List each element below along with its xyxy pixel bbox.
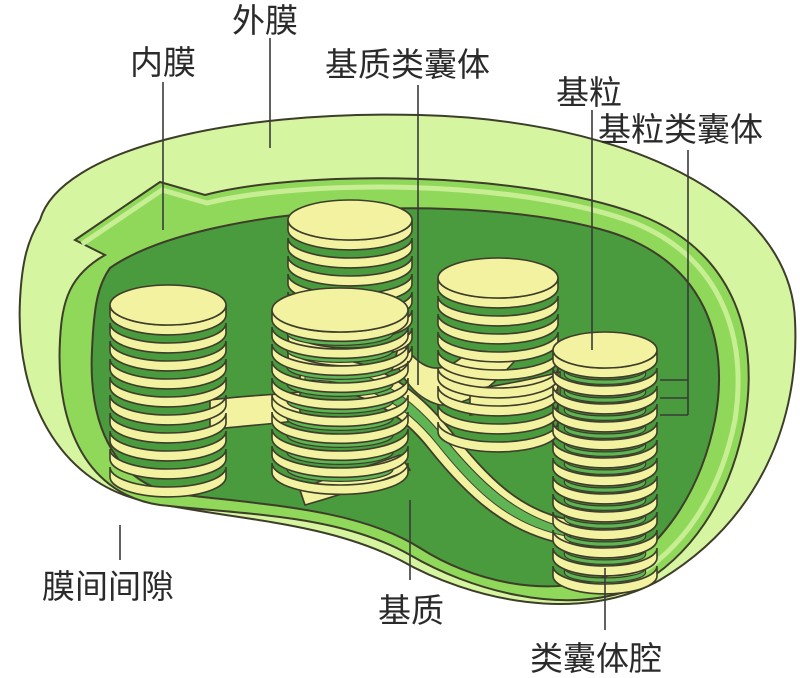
label-inner-membrane: 内膜: [130, 43, 196, 82]
thylakoid-disc: [271, 462, 409, 496]
thylakoid-disc: [109, 412, 227, 444]
granum-center-cut: [271, 287, 409, 496]
thylakoid-disc: [271, 377, 409, 411]
label-thylakoid-lumen: 类囊体腔: [530, 639, 662, 678]
thylakoid-disc: [271, 394, 409, 428]
label-granum-thylakoid: 基粒类囊体: [598, 110, 763, 149]
thylakoid-disc: [552, 403, 658, 433]
granum-right-back: [437, 257, 559, 453]
thylakoid-disc: [287, 237, 413, 269]
thylakoid-disc: [552, 439, 658, 469]
granum-left: [109, 284, 227, 498]
thylakoid-lumen: [563, 567, 647, 583]
thylakoid-disc: [287, 255, 413, 287]
thylakoid-disc: [271, 445, 409, 479]
label-outer-membrane: 外膜: [232, 1, 298, 40]
thylakoid-disc: [109, 340, 227, 372]
thylakoid-lumen: [563, 477, 647, 493]
thylakoid-disc: [109, 430, 227, 462]
thylakoid-lumen: [563, 405, 647, 421]
thylakoid-disc: [552, 475, 658, 505]
thylakoid-disc: [109, 448, 227, 480]
thylakoid-disc: [109, 376, 227, 408]
thylakoid-disc: [109, 322, 227, 354]
thylakoid-disc: [109, 394, 227, 426]
thylakoid-disc-top: [552, 331, 658, 369]
thylakoid-disc: [552, 511, 658, 541]
thylakoid-disc: [552, 385, 658, 415]
thylakoid-lumen: [563, 441, 647, 457]
thylakoid-disc: [552, 493, 658, 523]
thylakoid-disc-top: [109, 284, 227, 326]
thylakoid-disc: [271, 428, 409, 462]
thylakoid-disc: [552, 529, 658, 559]
thylakoid-lumen: [563, 531, 647, 547]
thylakoid-lumen: [563, 459, 647, 475]
thylakoid-lumen: [563, 549, 647, 565]
thylakoid-disc: [552, 547, 658, 577]
thylakoid-lumen: [563, 423, 647, 439]
granum-right-cut: [552, 331, 658, 595]
thylakoid-disc: [109, 466, 227, 498]
label-intermembrane-space: 膜间间隙: [42, 567, 174, 606]
thylakoid-disc-top: [437, 257, 559, 299]
thylakoid-lumen: [563, 387, 647, 403]
thylakoid-disc: [437, 313, 559, 345]
thylakoid-disc: [271, 326, 409, 360]
intermembrane-gap: [80, 184, 741, 585]
thylakoid-disc: [437, 295, 559, 327]
thylakoid-lumen: [563, 369, 647, 385]
label-granum: 基粒: [556, 73, 622, 112]
thylakoid-disc: [109, 358, 227, 390]
thylakoid-disc: [552, 457, 658, 487]
thylakoid-disc: [271, 411, 409, 445]
thylakoid-disc: [552, 565, 658, 595]
thylakoid-lumen: [563, 495, 647, 511]
thylakoid-disc: [271, 343, 409, 377]
thylakoid-disc: [552, 367, 658, 397]
thylakoid-lumen: [563, 513, 647, 529]
label-stroma-thylakoid: 基质类囊体: [325, 45, 490, 84]
thylakoid-disc: [271, 360, 409, 394]
thylakoid-disc-top: [287, 199, 413, 241]
thylakoid-disc: [552, 421, 658, 451]
label-stroma: 基质: [378, 591, 444, 630]
thylakoid-disc-top: [271, 287, 409, 333]
